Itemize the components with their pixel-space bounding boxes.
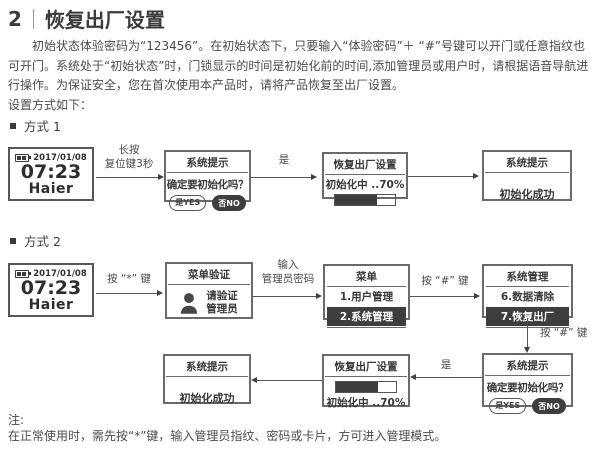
menu-empty-row <box>327 327 406 332</box>
intro-paragraph: 初始状态体验密码为“123456”。在初始状态下，只要输入“体验密码”＋ “#”… <box>8 39 589 92</box>
yes-button: 是YES <box>169 195 207 211</box>
note-text: 在正常使用时，需先按“*”键，输入管理员指纹、密码或卡片，方可进入管理模式。 <box>8 429 447 443</box>
screen-status-row: 2017/01/08 <box>10 153 92 163</box>
connector <box>253 296 317 297</box>
connector <box>408 176 474 177</box>
arrow-label-yes-2: 是 <box>440 359 452 371</box>
page-title: 2 恢复出厂设置 <box>8 4 165 33</box>
lock-screen-display-1: 2017/01/08 07:23 Haier <box>8 147 94 201</box>
system-prompt-success-dialog-1: 系统提示 初始化成功 <box>482 150 572 201</box>
progress-fill <box>336 382 378 392</box>
screen-date: 2017/01/08 <box>33 153 87 163</box>
system-prompt-confirm-dialog-2: 系统提示 确定要初始化吗？ 是YES 否NO <box>482 353 573 414</box>
menu-item-system-management: 2.系统管理 <box>327 307 406 326</box>
arrow-label-press-hash-2: 按 “#” 键 <box>540 327 588 339</box>
screen-status-row: 2017/01/08 <box>10 269 92 279</box>
arrow-left-icon <box>410 374 416 380</box>
arrow-label-long-press: 长按 复位键3秒 <box>104 144 154 170</box>
menu-verify-dialog: 菜单验证 请验证 管理员 <box>165 262 253 319</box>
system-prompt-confirm-dialog-1: 系统提示 确定要初始化吗？ 是YES 否NO <box>164 150 251 211</box>
menu-item-user-management: 1.用户管理 <box>327 286 406 306</box>
section-title: 恢复出厂设置 <box>44 8 165 32</box>
connector <box>410 296 475 297</box>
bullet-square-icon <box>10 237 16 244</box>
arrow-label-enter-admin-password: 输入 管理员密码 <box>261 259 315 285</box>
connector <box>96 177 159 178</box>
intro-tail: 设置方式如下： <box>8 97 93 112</box>
note-label: 注: <box>8 413 25 427</box>
bullet-square-icon <box>10 122 16 129</box>
menu-item-data-clear: 6.数据清除 <box>486 286 569 306</box>
factory-reset-progress-dialog-2: 恢复出厂设置 初始化中 ..70% <box>322 354 410 409</box>
progress-status: 初始化中 ..70% <box>326 397 406 409</box>
battery-icon <box>15 270 32 278</box>
no-button: 否NO <box>212 195 246 211</box>
brand-logo: Haier <box>28 181 74 197</box>
arrow-right-icon <box>157 290 163 296</box>
connector-vertical <box>527 318 528 348</box>
arrow-right-icon <box>316 293 322 299</box>
section-number: 2 <box>8 6 22 31</box>
connector <box>257 380 322 381</box>
lock-screen-display-2: 2017/01/08 07:23 Haier <box>8 263 94 317</box>
menu-screen: 菜单 1.用户管理 2.系统管理 <box>323 264 410 328</box>
arrow-right-icon <box>158 174 164 180</box>
screen-time: 07:23 <box>20 277 82 299</box>
progress-fill <box>335 195 377 205</box>
method2-label: 方式 2 <box>10 231 61 250</box>
battery-icon <box>15 154 32 162</box>
connector <box>96 293 158 294</box>
yes-button: 是YES <box>489 398 527 414</box>
arrow-down-icon <box>524 347 530 353</box>
progress-status: 初始化中 ..70% <box>325 179 405 191</box>
connector <box>251 177 312 178</box>
arrow-label-yes: 是 <box>278 154 290 166</box>
confirm-buttons: 是YES 否NO <box>166 195 249 211</box>
system-prompt-success-dialog-2: 系统提示 初始化成功 <box>163 354 251 405</box>
title-divider <box>32 8 34 29</box>
progress-bar <box>334 194 396 206</box>
arrow-label-press-star: 按 “*” 键 <box>107 273 151 285</box>
confirm-buttons: 是YES 否NO <box>484 398 571 414</box>
arrow-label-press-hash-1: 按 “#” 键 <box>421 275 469 287</box>
no-button: 否NO <box>532 398 566 414</box>
menu-item-factory-reset: 7.恢复出厂 <box>486 307 569 326</box>
connector <box>416 377 482 378</box>
brand-logo: Haier <box>28 297 74 313</box>
screen-time: 07:23 <box>20 161 82 183</box>
admin-avatar-icon <box>181 293 198 314</box>
system-management-screen: 系统管理 6.数据清除 7.恢复出厂 <box>482 264 573 328</box>
arrow-left-icon <box>251 377 257 383</box>
factory-reset-progress-dialog-1: 恢复出厂设置 初始化中 ..70% <box>322 152 408 206</box>
screen-date: 2017/01/08 <box>33 269 87 279</box>
arrow-right-icon <box>474 293 480 299</box>
method1-label: 方式 1 <box>10 116 61 135</box>
arrow-right-icon <box>311 174 317 180</box>
intro-block: 初始状态体验密码为“123456”。在初始状态下，只要输入“体验密码”＋ “#”… <box>8 37 594 115</box>
progress-bar <box>335 381 397 393</box>
arrow-right-icon <box>473 173 479 179</box>
